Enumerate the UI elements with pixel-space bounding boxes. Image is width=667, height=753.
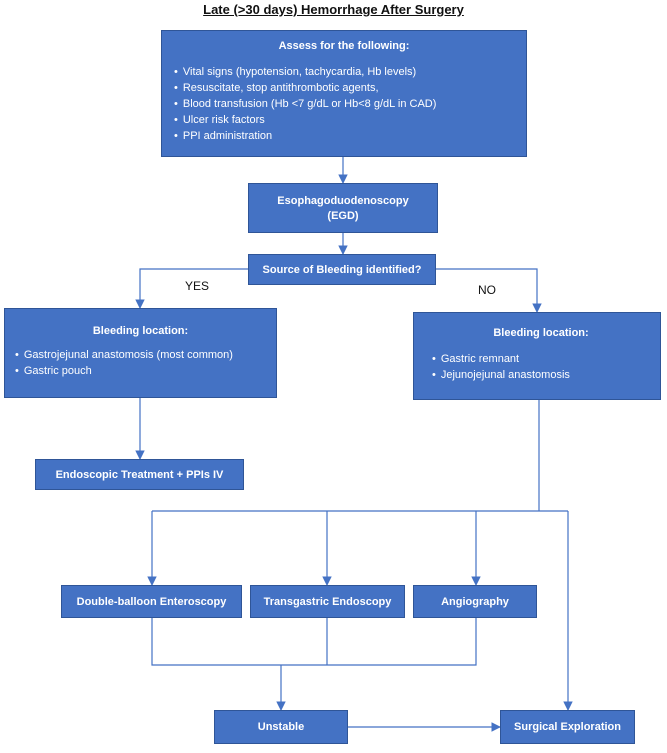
decision-label: Source of Bleeding identified? — [262, 263, 422, 276]
egd-line1: Esophagoduodenoscopy — [277, 194, 409, 207]
double-balloon-label: Double-balloon Enteroscopy — [76, 595, 227, 608]
diagram-title: Late (>30 days) Hemorrhage After Surgery — [203, 2, 464, 17]
right-location-box: Bleeding location: Gastric remnant Jejun… — [413, 312, 661, 400]
surgical-exploration-box: Surgical Exploration — [500, 710, 635, 744]
unstable-box: Unstable — [214, 710, 348, 744]
right-location-list: Gastric remnant Jejunojejunal anastomosi… — [432, 351, 650, 383]
no-label: NO — [478, 283, 496, 297]
assess-item: Vital signs (hypotension, tachycardia, H… — [174, 64, 514, 80]
endoscopic-treatment-box: Endoscopic Treatment + PPIs IV — [35, 459, 244, 490]
right-location-item: Gastric remnant — [432, 351, 650, 367]
left-location-heading: Bleeding location: — [92, 325, 189, 337]
right-location-heading: Bleeding location: — [493, 327, 589, 339]
decision-box: Source of Bleeding identified? — [248, 254, 436, 285]
egd-box: Esophagoduodenoscopy (EGD) — [248, 183, 438, 233]
transgastric-box: Transgastric Endoscopy — [250, 585, 405, 618]
unstable-label: Unstable — [257, 721, 305, 733]
endoscopic-label: Endoscopic Treatment + PPIs IV — [55, 468, 224, 481]
left-location-box: Bleeding location: Gastrojejunal anastom… — [4, 308, 277, 398]
arrow-decision-no — [436, 268, 542, 313]
right-location-item: Jejunojejunal anastomosis — [432, 367, 650, 383]
left-location-item: Gastrojejunal anastomosis (most common) — [15, 347, 266, 363]
egd-line2: (EGD) — [327, 209, 359, 222]
assess-list: Vital signs (hypotension, tachycardia, H… — [174, 64, 514, 144]
surgical-label: Surgical Exploration — [514, 721, 621, 733]
yes-label: YES — [185, 279, 210, 293]
assess-item: Ulcer risk factors — [174, 112, 514, 128]
left-location-list: Gastrojejunal anastomosis (most common) … — [15, 347, 266, 379]
assess-item: PPI administration — [174, 128, 514, 144]
double-balloon-box: Double-balloon Enteroscopy — [61, 585, 242, 618]
angiography-box: Angiography — [413, 585, 537, 618]
assess-heading: Assess for the following: — [278, 40, 410, 52]
angiography-label: Angiography — [441, 595, 509, 608]
assess-item: Blood transfusion (Hb <7 g/dL or Hb<8 g/… — [174, 96, 514, 112]
assess-item: Resuscitate, stop antithrombotic agents, — [174, 80, 514, 96]
assess-box: Assess for the following: Vital signs (h… — [161, 30, 527, 157]
left-location-item: Gastric pouch — [15, 363, 266, 379]
line-merge-left — [151, 618, 477, 666]
transgastric-label: Transgastric Endoscopy — [263, 595, 392, 608]
arrow-decision-yes — [135, 268, 248, 309]
